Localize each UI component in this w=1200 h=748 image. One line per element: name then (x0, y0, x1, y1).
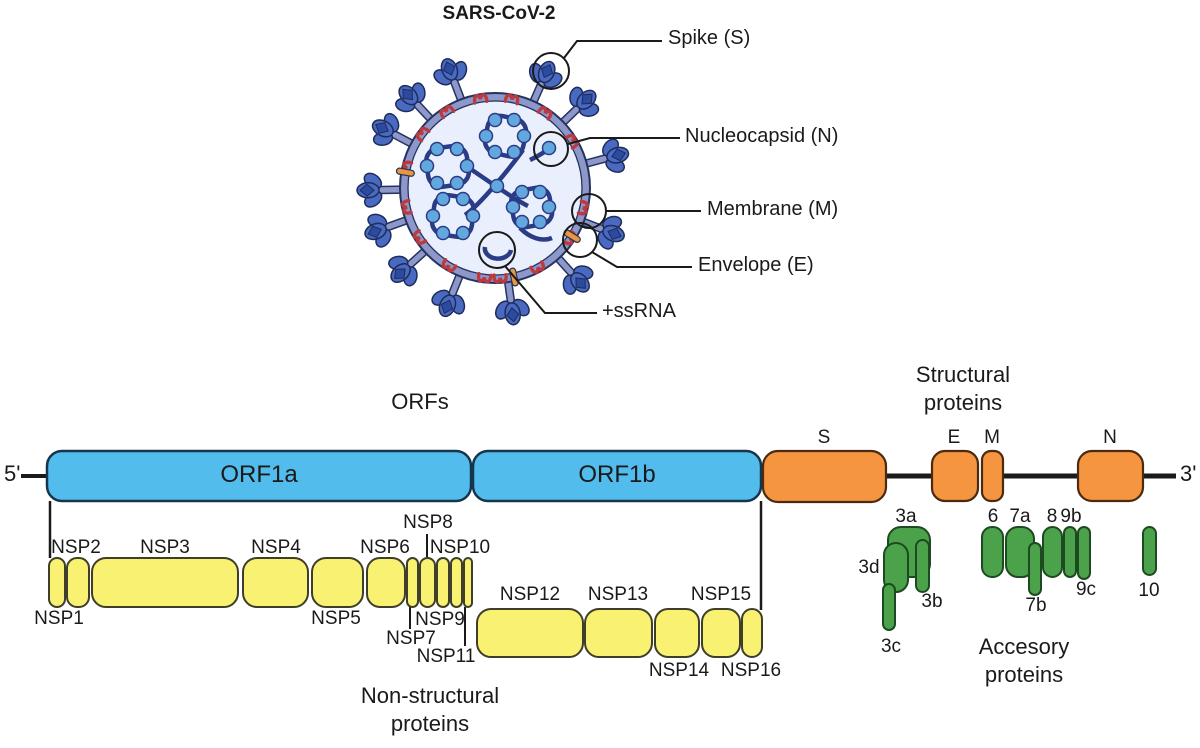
nsp8-label: NSP8 (403, 512, 453, 533)
nucleocapsid-callout-circle (533, 131, 569, 167)
nsp1-label: NSP1 (34, 608, 84, 629)
nsp3-label: NSP3 (140, 537, 190, 558)
nsp2-label: NSP2 (51, 537, 101, 558)
nsp7-segment (406, 557, 419, 608)
five-prime-label: 5' (4, 461, 21, 486)
orf1a-label: ORF1a (220, 461, 298, 488)
orf7b-segment (1028, 542, 1042, 596)
nsp16-segment (741, 608, 763, 658)
rna-genome-icon (419, 112, 557, 261)
orf1b-label: ORF1b (578, 461, 656, 488)
structural-title-line1: Structural (915, 362, 1011, 387)
orf1a-segment (45, 449, 473, 503)
accessory-segments (882, 526, 1157, 631)
orf3a-label: 3a (895, 506, 917, 527)
nsp12-segment (476, 608, 584, 658)
nsp13-segment (584, 608, 653, 658)
nsp6-label: NSP6 (360, 537, 410, 558)
n-label: N (1103, 427, 1117, 448)
orf3b-label: 3b (921, 591, 943, 612)
nucleocapsid-label: Nucleocapsid (N) (685, 125, 839, 147)
three-prime-label: 3' (1180, 461, 1197, 486)
m-segment (980, 449, 1005, 503)
orf6-segment (981, 526, 1004, 578)
spike-callout-circle (532, 52, 570, 90)
nucleocapsid-beads (419, 112, 557, 241)
nsp6-segment (366, 557, 406, 608)
nsp11-segment (463, 557, 473, 608)
orf3b-segment (915, 539, 930, 593)
nsp15-segment (701, 608, 741, 658)
structural-title-line2: proteins (923, 390, 1003, 415)
nsp4-segment (242, 557, 309, 608)
orf9b-label: 9b (1060, 506, 1082, 527)
accessory-title-line1: Accesory (978, 634, 1070, 659)
ssrna-callout-circle (478, 231, 516, 269)
orfs-title: ORFs (391, 389, 449, 414)
ssrna-leader-line (504, 265, 597, 314)
orf9c-segment (1077, 526, 1091, 580)
orf1b-segment (471, 449, 763, 503)
orf-segments (45, 449, 763, 503)
nsp16-label: NSP16 (720, 660, 782, 681)
nsp4-label: NSP4 (251, 537, 301, 558)
spike-leader-line (563, 40, 662, 59)
m-label: M (984, 427, 1000, 448)
orf3c-label: 3c (880, 636, 902, 657)
nsp10-segment (450, 557, 463, 608)
nsp5-label: NSP5 (311, 608, 361, 629)
orf8-label: 8 (1046, 506, 1058, 527)
orf9c-label: 9c (1075, 579, 1097, 600)
nsp11-label: NSP11 (416, 646, 476, 667)
ssrna-label: +ssRNA (602, 300, 676, 322)
envelope-label: Envelope (E) (698, 254, 814, 276)
orf9b-segment (1063, 526, 1077, 578)
orf6-label: 6 (987, 506, 999, 527)
genome-backbone (21, 473, 1176, 646)
envelope-callout-circle (562, 222, 598, 258)
orf8-segment (1042, 526, 1063, 578)
nsp12-label: NSP12 (499, 584, 561, 605)
e-label: E (947, 427, 961, 448)
nucleocapsid-leader-line (567, 137, 680, 145)
nsp13-label: NSP13 (587, 584, 649, 605)
orf7a-label: 7a (1009, 506, 1031, 527)
orf10-label: 10 (1138, 580, 1160, 601)
spike-label: Spike (S) (668, 27, 751, 49)
nsp7-label: NSP7 (386, 628, 436, 649)
s-segment (761, 449, 888, 504)
orf3c-segment (882, 583, 896, 631)
diagram-title: SARS-CoV-2 (442, 3, 556, 24)
nsp15-label: NSP15 (690, 584, 752, 605)
virion-illustration (355, 40, 701, 329)
nsp5-segment (311, 557, 364, 608)
envelope-leader-line (591, 251, 692, 268)
virion-callouts (478, 40, 701, 314)
nonstructural-title-line1: Non-structural (360, 683, 500, 708)
e-segment (930, 449, 980, 503)
nsp-row2-segments (476, 608, 763, 658)
orf10-segment (1142, 526, 1157, 576)
nonstructural-title-line2: proteins (390, 711, 470, 736)
s-label: S (817, 427, 831, 448)
accessory-title-line2: proteins (984, 662, 1064, 687)
nsp9-segment (436, 557, 450, 608)
structural-segments (761, 449, 1145, 504)
nsp3-segment (91, 557, 239, 608)
orf7b-label: 7b (1025, 595, 1047, 616)
nsp14-label: NSP14 (648, 660, 710, 681)
nsp10-label: NSP10 (429, 537, 491, 558)
orf3d-label: 3d (858, 557, 880, 578)
membrane-label: Membrane (M) (707, 198, 839, 220)
nsp9-label: NSP9 (415, 609, 465, 630)
nsp-row1-segments (48, 557, 473, 608)
nsp1-segment (48, 557, 66, 608)
nsp14-segment (654, 608, 700, 658)
nsp2-segment (66, 557, 90, 608)
genome-map (21, 449, 1176, 658)
nsp8-segment (419, 557, 436, 608)
n-segment (1076, 449, 1145, 503)
